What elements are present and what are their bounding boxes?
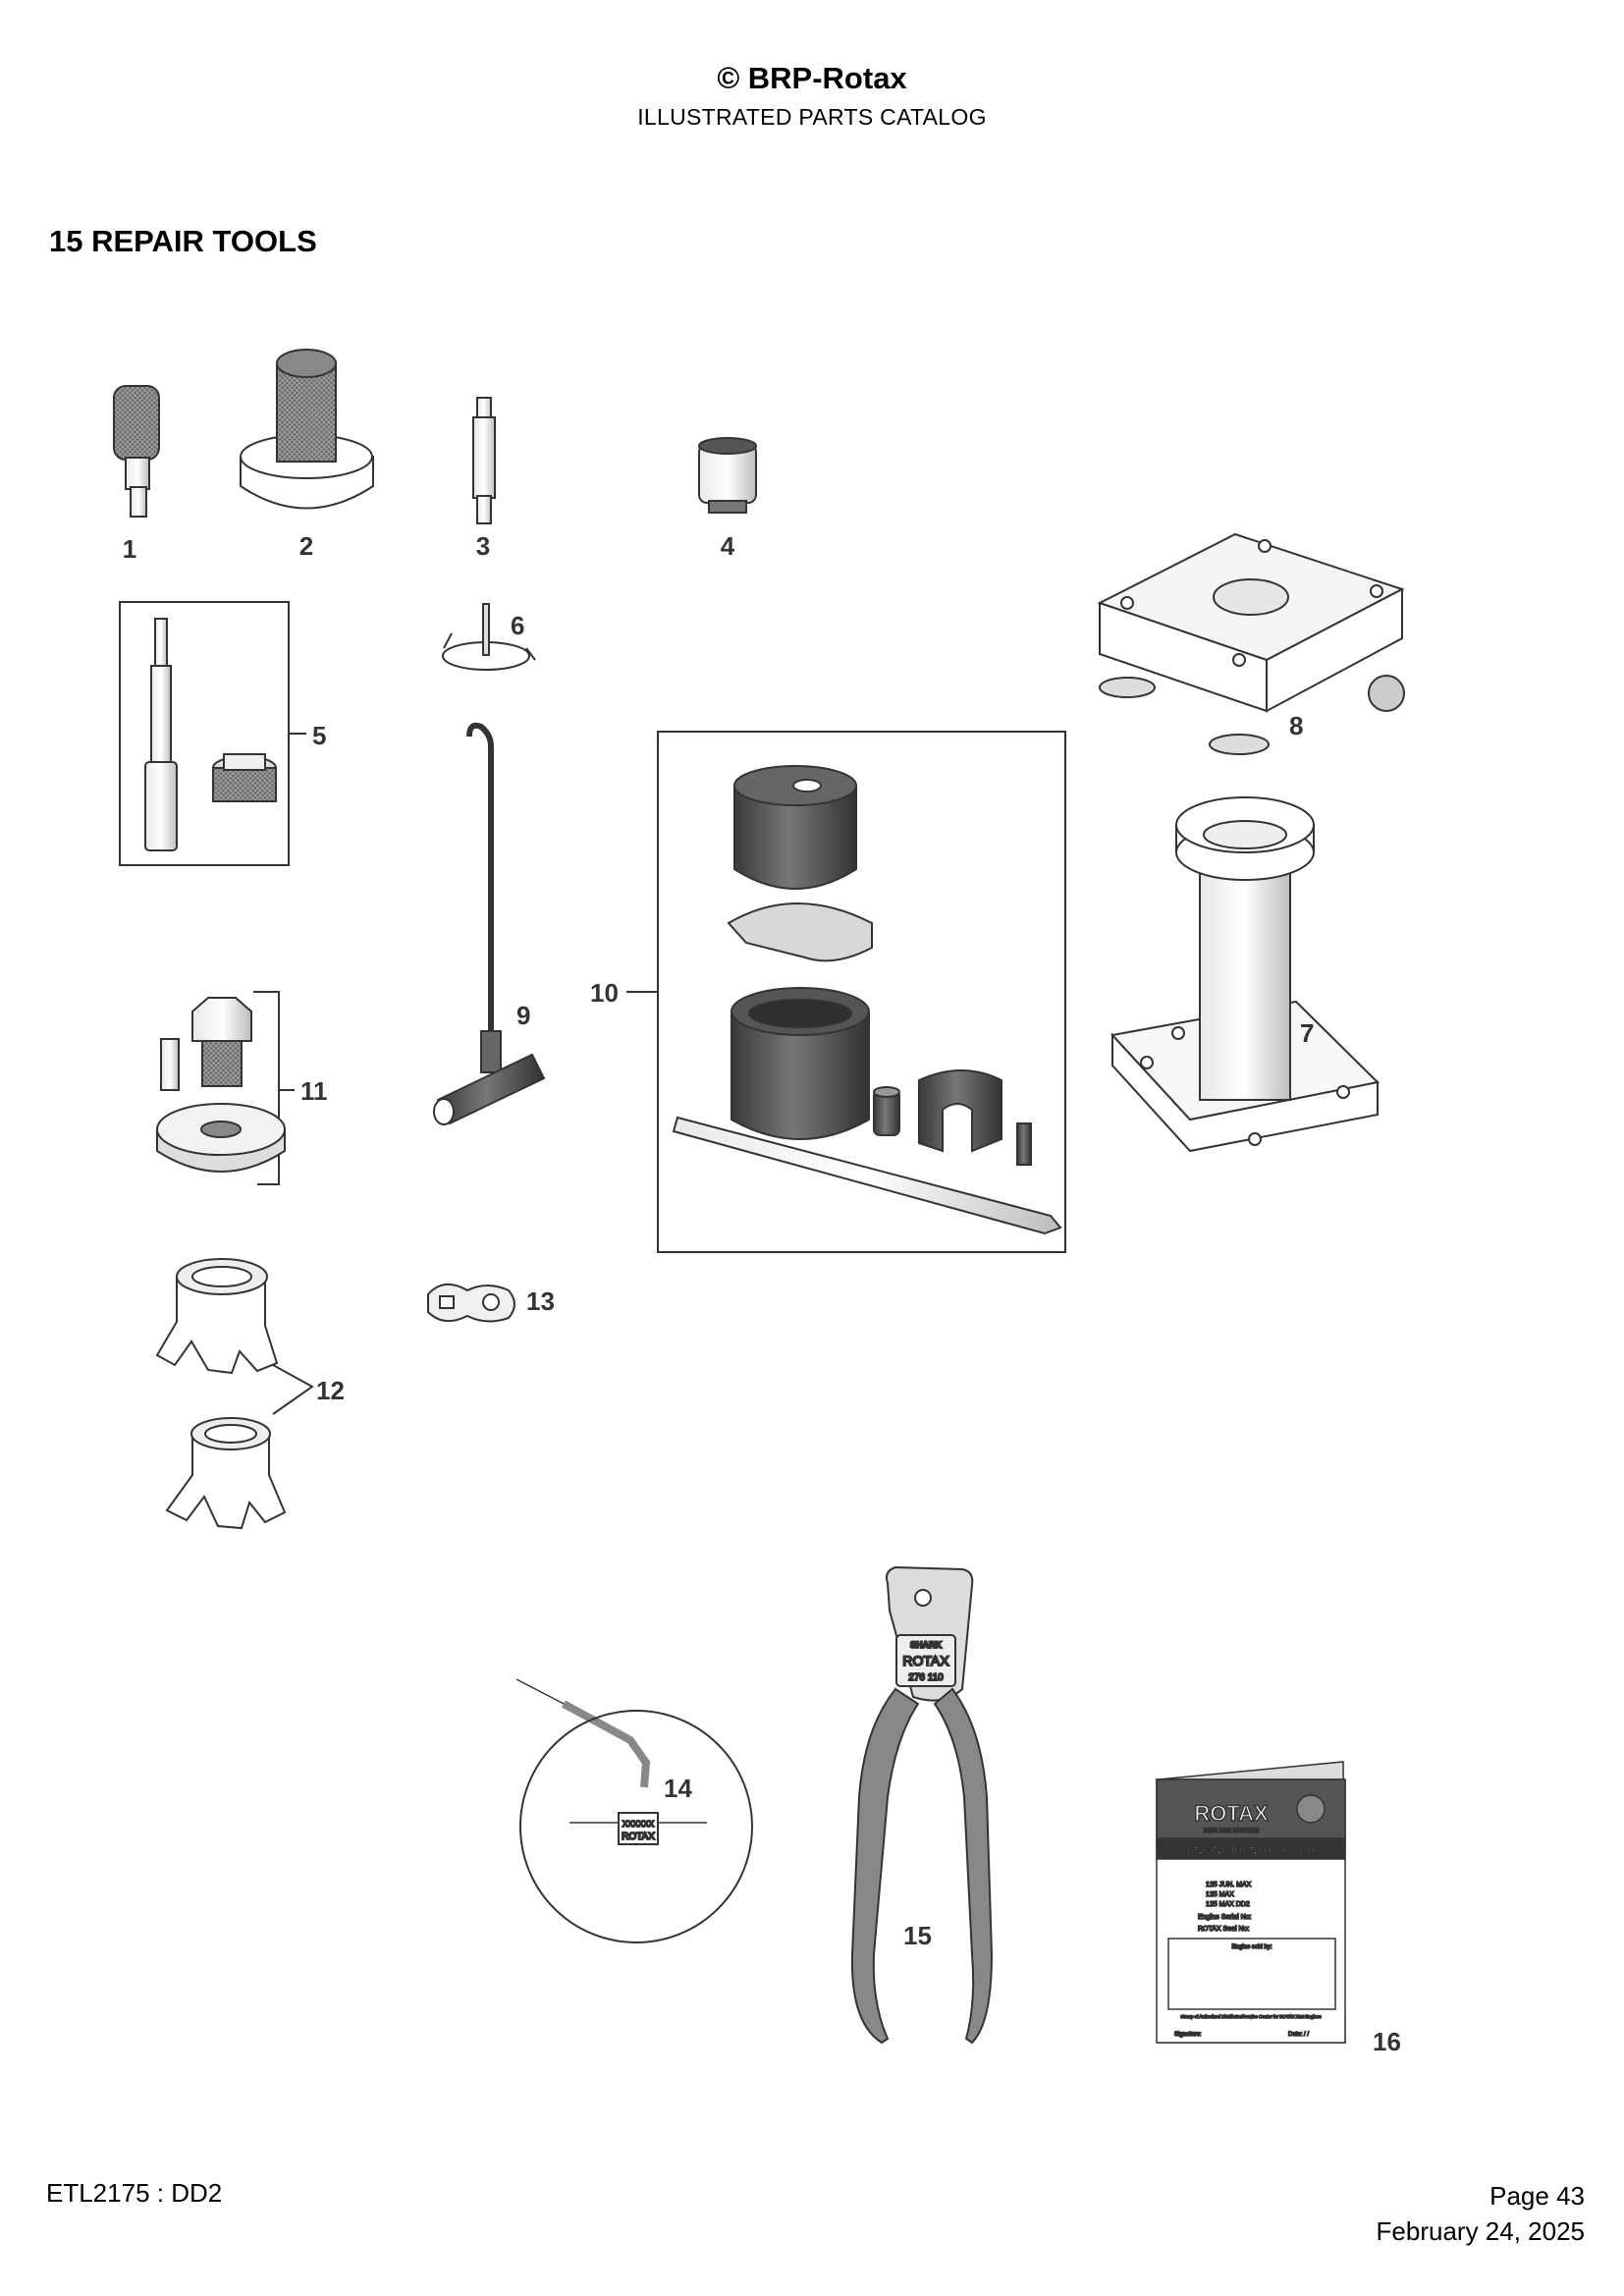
plier-brand-rotax: ROTAX xyxy=(902,1653,949,1668)
callout-16: 16 xyxy=(1373,2027,1401,2056)
tool-1-pin xyxy=(113,385,160,518)
tool-6-gauge xyxy=(442,603,536,671)
card-signature: Signature: xyxy=(1174,2032,1202,2038)
card-date: Date: / / xyxy=(1288,2032,1309,2038)
tool-16-identity-card: ROTAX NEW AGE KARTING ENGINE IDENTITY CA… xyxy=(1156,1761,1346,2044)
card-option-2: 125 MAX xyxy=(1206,1891,1234,1898)
tie-tag-brand: ROTAX xyxy=(622,1831,655,1842)
tool-15-pliers: SHARK ROTAX 276 110 xyxy=(850,1565,994,2045)
callout-1: 1 xyxy=(123,534,136,564)
callout-3: 3 xyxy=(476,531,490,561)
tie-tag-code: XXXXXX xyxy=(623,1820,655,1829)
callout-6: 6 xyxy=(511,611,524,640)
footer-date: February 24, 2025 xyxy=(1376,2216,1585,2246)
tool-8-fixture xyxy=(1097,532,1405,755)
tool-12-crown-sockets xyxy=(155,1258,314,1530)
callout-14: 14 xyxy=(664,1774,692,1803)
card-engine-sold-by: Engine sold by: xyxy=(1231,1944,1272,1950)
tool-4-sleeve xyxy=(698,437,757,514)
header-subtitle: ILLUSTRATED PARTS CATALOG xyxy=(637,104,987,130)
callout-15: 15 xyxy=(903,1921,932,1950)
callout-4: 4 xyxy=(721,531,735,561)
card-title: ENGINE IDENTITY CARD xyxy=(1187,1845,1315,1857)
callout-7: 7 xyxy=(1300,1018,1314,1048)
card-option-1: 125 JUN. MAX xyxy=(1206,1882,1252,1888)
callout-9: 9 xyxy=(516,1001,530,1030)
tool-3-shaft xyxy=(472,397,496,524)
card-brand: ROTAX xyxy=(1194,1801,1269,1826)
card-option-3: 125 MAX DD2 xyxy=(1206,1901,1250,1908)
tool-13-key xyxy=(427,1284,515,1323)
tool-9-t-handle-hook xyxy=(433,722,546,1125)
footer-page-number: Page 43 xyxy=(1489,2181,1585,2211)
card-dealer-note: Stamp of Authorized Distributor/Service … xyxy=(1180,2014,1322,2019)
tool-7-stand xyxy=(1110,796,1380,1153)
header-brand: © BRP-Rotax xyxy=(717,61,907,95)
tool-11-adapter xyxy=(156,997,286,1173)
card-tagline: NEW AGE KARTING xyxy=(1204,1829,1260,1834)
card-engine-serial: Engine Serial No: xyxy=(1198,1914,1252,1921)
callout-11: 11 xyxy=(300,1076,328,1106)
callout-13: 13 xyxy=(526,1286,555,1316)
tool-14-tie-tag: XXXXXX ROTAX xyxy=(515,1678,753,1943)
callout-2: 2 xyxy=(299,531,313,561)
plier-brand-shark: SHARK xyxy=(910,1640,943,1650)
footer-doc-id: ETL2175 : DD2 xyxy=(46,2178,223,2208)
callout-10: 10 xyxy=(590,978,619,1008)
tool-2-knurled-puller xyxy=(240,349,374,510)
callout-12: 12 xyxy=(316,1376,345,1405)
plier-part-no: 276 110 xyxy=(908,1672,944,1683)
section-title: 15 REPAIR TOOLS xyxy=(49,224,317,258)
card-rotax-seal: ROTAX Seal No: xyxy=(1198,1926,1249,1933)
callout-8: 8 xyxy=(1289,711,1303,740)
tool-5-mandrel xyxy=(144,618,277,851)
callout-5: 5 xyxy=(312,721,326,750)
footer-page-info: Page 43 February 24, 2025 xyxy=(1377,2178,1585,2249)
tool-10-puller-kit xyxy=(672,765,1062,1235)
